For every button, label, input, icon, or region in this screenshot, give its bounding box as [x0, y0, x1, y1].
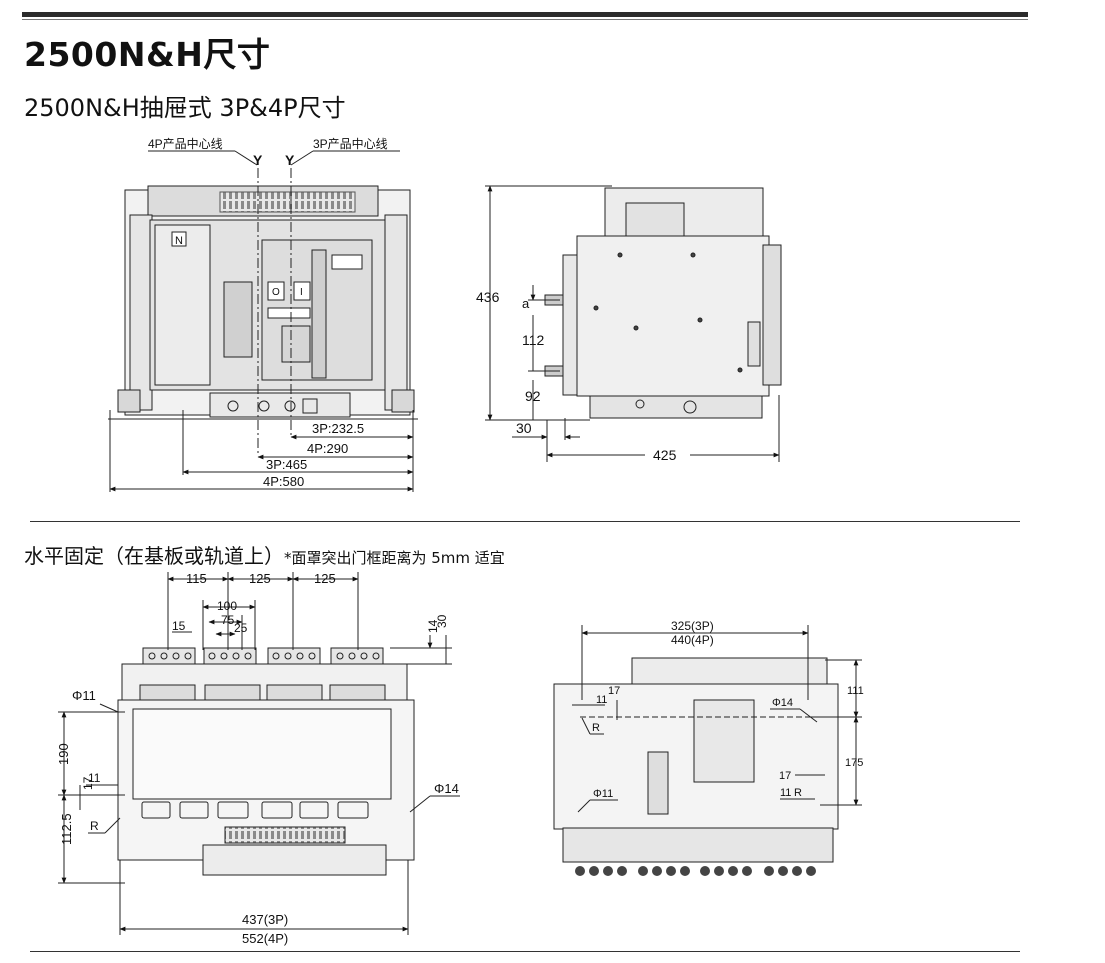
dim-92: 92 [525, 388, 541, 404]
dim-17-a: 17 [608, 685, 620, 697]
dim-325-3p: 325(3P) [671, 619, 714, 633]
dim-4p-290: 4P:290 [307, 441, 348, 456]
section2-title: 水平固定（在基板或轨道上） [24, 544, 284, 568]
panel-n-label: N [175, 235, 183, 247]
off-button[interactable] [267, 281, 285, 301]
dim-11-b: 11 [780, 787, 791, 799]
dim-111: 111 [847, 685, 864, 697]
page-title: 2500N&H尺寸 [24, 35, 271, 74]
dim-437-3p: 437(3P) [242, 912, 288, 927]
dim-phi11-plan: Φ11 [593, 788, 613, 800]
dim-r-b: R [794, 787, 802, 799]
dim-11: 11 [88, 771, 101, 785]
label-3p-centerline: 3P产品中心线 [313, 136, 388, 151]
fixed-plan-view: 325(3P) 440(4P) 111 175 11 17 R Φ14 17 1… [553, 619, 864, 876]
dim-75: 75 [221, 613, 235, 627]
dim-552-4p: 552(4P) [242, 931, 288, 946]
dim-175: 175 [845, 757, 863, 769]
dim-phi11: Φ11 [72, 688, 96, 703]
dim-r-a: R [592, 722, 600, 734]
on-button[interactable] [293, 281, 311, 301]
dim-125-b: 125 [314, 571, 336, 586]
section2-note: *面罩突出门框距离为 5mm 适宜 [284, 549, 505, 567]
drawer-side-view: 436 a 112 92 30 425 [476, 185, 782, 463]
dim-425: 425 [653, 447, 677, 463]
page-subtitle: 2500N&H抽屉式 3P&4P尺寸 [24, 94, 346, 122]
dim-phi14: Φ14 [434, 781, 459, 796]
header-rule-thin [22, 19, 1028, 20]
dim-a: a [522, 296, 530, 311]
dim-15: 15 [172, 619, 186, 633]
section2-heading: 水平固定（在基板或轨道上）*面罩突出门框距离为 5mm 适宜 [24, 540, 505, 569]
label-4p-centerline: 4P产品中心线 [148, 136, 223, 151]
dim-30-top: 30 [435, 614, 449, 628]
dim-4p-580: 4P:580 [263, 474, 304, 489]
axis-y-4p: Y [253, 152, 263, 168]
header-rule [22, 12, 1028, 17]
dim-115: 115 [186, 571, 207, 586]
fixed-front-view: 115 125 125 100 75 25 15 14 30 Φ11 190 1… [56, 571, 460, 946]
dim-440-4p: 440(4P) [671, 633, 714, 647]
drawer-front-view: 4P产品中心线 3P产品中心线 Y Y N O I [108, 136, 418, 492]
dim-100: 100 [217, 599, 237, 613]
dim-17: 17 [81, 776, 95, 790]
off-button-label: O [272, 287, 280, 298]
dim-190: 190 [56, 743, 71, 765]
dim-125-a: 125 [249, 571, 271, 586]
dim-436: 436 [476, 289, 500, 305]
dim-112: 112 [522, 332, 545, 348]
axis-y-3p: Y [285, 152, 295, 168]
dim-r: R [90, 819, 99, 833]
section-divider [30, 521, 1020, 522]
dim-112.5: 112.5 [59, 813, 74, 845]
bottom-divider [30, 951, 1020, 952]
dim-3p-465: 3P:465 [266, 457, 307, 472]
panel-n-box [171, 231, 187, 247]
dim-25: 25 [234, 621, 248, 635]
dim-phi14-plan: Φ14 [772, 697, 793, 709]
dim-3p-232.5: 3P:232.5 [312, 421, 364, 436]
dim-11-a: 11 [596, 694, 607, 706]
on-button-label: I [300, 287, 303, 298]
dim-14: 14 [426, 619, 440, 633]
dim-17-b: 17 [779, 770, 791, 782]
dim-30: 30 [516, 420, 532, 436]
